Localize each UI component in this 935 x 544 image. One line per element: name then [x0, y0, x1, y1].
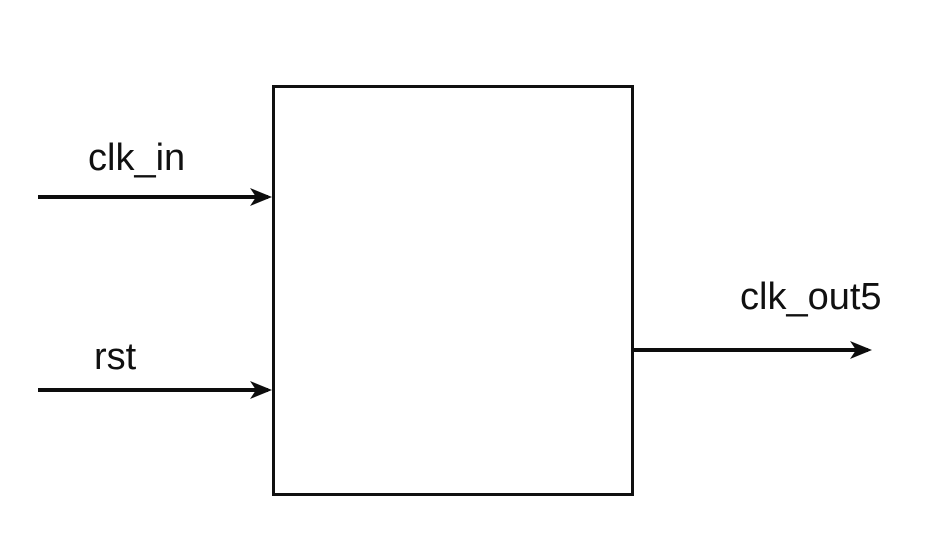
module-block[interactable]	[272, 85, 634, 496]
arrowhead-clk-in	[250, 188, 272, 206]
label-clk-in: clk_in	[88, 137, 185, 179]
arrowhead-rst	[250, 381, 272, 399]
label-clk-out5: clk_out5	[740, 276, 882, 318]
input-wire-clk-in[interactable]	[38, 188, 272, 206]
label-rst: rst	[94, 336, 137, 378]
arrowhead-clk-out5	[850, 341, 872, 359]
input-wire-rst[interactable]	[38, 381, 272, 399]
output-wire-clk-out5[interactable]	[634, 341, 872, 359]
